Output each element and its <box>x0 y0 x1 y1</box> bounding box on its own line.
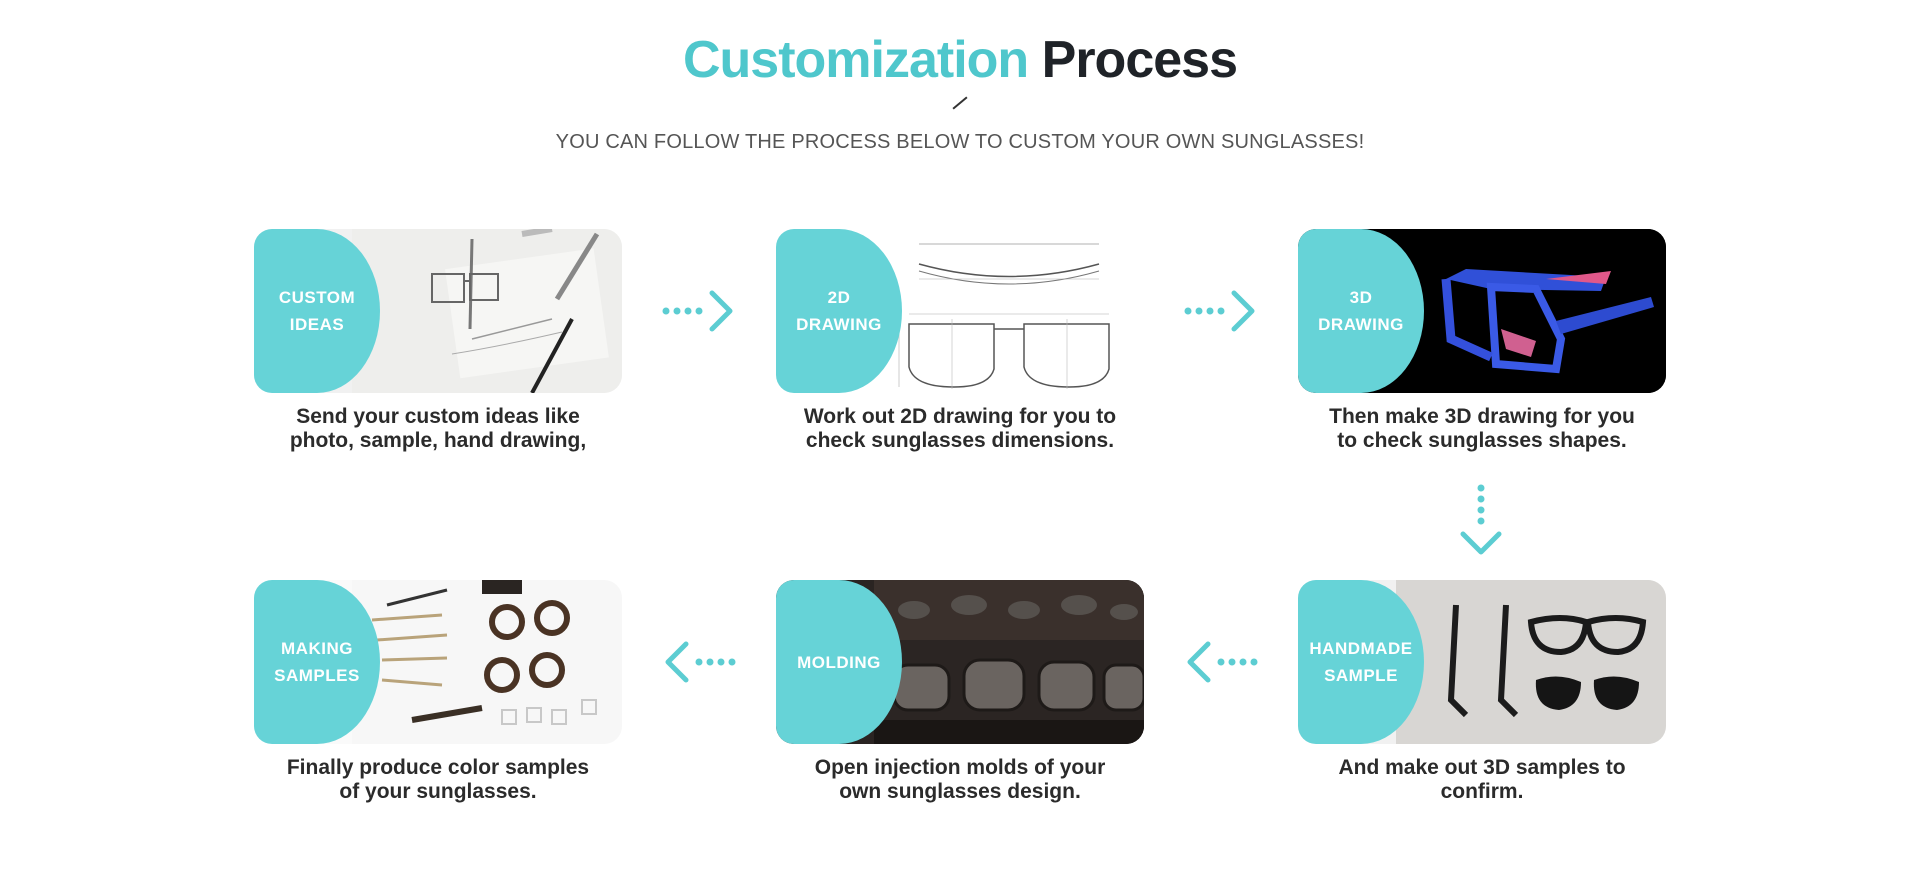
title-divider <box>952 96 968 110</box>
badge-label: 3D DRAWING <box>1318 288 1404 334</box>
arrow-right-icon <box>1184 288 1258 334</box>
step-badge: CUSTOM IDEAS <box>254 229 380 393</box>
step-card[interactable]: 2D DRAWING <box>776 229 1144 393</box>
handmade-sample-photo <box>1396 580 1666 744</box>
step-caption: Open injection molds of your own sunglas… <box>814 756 1106 803</box>
step-molding: MOLDING Open injection molds of your own… <box>776 580 1144 804</box>
step-card[interactable]: CUSTOM IDEAS <box>254 229 622 393</box>
step-2d-drawing: 2D DRAWING Work out 2D drawing for you t… <box>776 229 1144 453</box>
arrow-left-icon <box>1184 639 1258 685</box>
step-badge: MOLDING <box>776 580 902 744</box>
arrow-right-icon <box>662 288 736 334</box>
page-subtitle: YOU CAN FOLLOW THE PROCESS BELOW TO CUST… <box>555 131 1365 153</box>
step-caption: Work out 2D drawing for you to check sun… <box>803 405 1117 452</box>
3d-render-photo <box>1396 229 1666 393</box>
step-caption: And make out 3D samples to confirm. <box>1338 756 1626 803</box>
arrow-down-icon <box>1458 484 1504 558</box>
step-card[interactable]: MAKING SAMPLES <box>254 580 622 744</box>
color-samples-photo <box>352 580 622 744</box>
step-custom-ideas: CUSTOM IDEAS Send your custom ideas like… <box>254 229 622 453</box>
arrow-left-icon <box>662 639 736 685</box>
step-card[interactable]: HANDMADE SAMPLE <box>1298 580 1666 744</box>
molding-photo <box>874 580 1144 744</box>
sketch-photo <box>352 229 622 393</box>
page-title: Customization Process <box>0 30 1920 90</box>
step-3d-drawing: 3D DRAWING Then make 3D drawing for you … <box>1298 229 1666 453</box>
step-making-samples: MAKING SAMPLES Finally produce color sam… <box>254 580 622 804</box>
technical-drawing-photo <box>874 229 1144 393</box>
badge-label: HANDMADE SAMPLE <box>1309 639 1413 685</box>
step-handmade-sample: HANDMADE SAMPLE And make out 3D samples … <box>1298 580 1666 804</box>
step-caption: Send your custom ideas like photo, sampl… <box>289 405 587 452</box>
step-badge: HANDMADE SAMPLE <box>1298 580 1424 744</box>
step-caption: Finally produce color samples of your su… <box>286 756 590 803</box>
badge-label: MAKING SAMPLES <box>274 639 360 685</box>
step-card[interactable]: MOLDING <box>776 580 1144 744</box>
step-badge: 3D DRAWING <box>1298 229 1424 393</box>
step-caption: Then make 3D drawing for you to check su… <box>1329 405 1635 452</box>
step-badge: MAKING SAMPLES <box>254 580 380 744</box>
title-rest: Process <box>1041 31 1238 89</box>
step-card[interactable]: 3D DRAWING <box>1298 229 1666 393</box>
title-accent: Customization <box>682 31 1029 89</box>
badge-label: MOLDING <box>797 652 881 672</box>
badge-label: 2D DRAWING <box>796 288 882 334</box>
badge-label: CUSTOM IDEAS <box>278 288 356 334</box>
step-badge: 2D DRAWING <box>776 229 902 393</box>
